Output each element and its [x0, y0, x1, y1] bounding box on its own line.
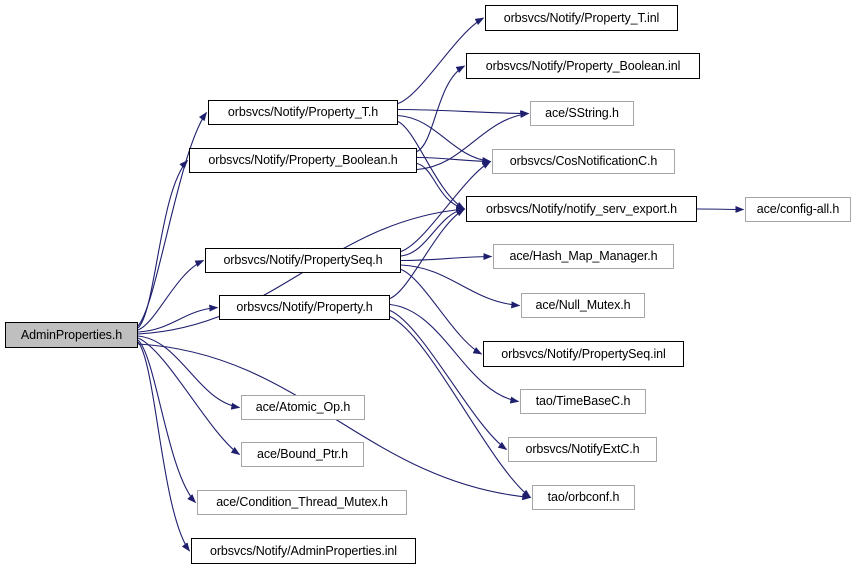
edge-property-h-to-notifyextc-h [389, 309, 508, 450]
node-label: orbsvcs/Notify/notify_serv_export.h [485, 201, 678, 216]
node-label: orbsvcs/Notify/Property_T.h [227, 105, 379, 120]
graph-node-atomic-op-h[interactable]: ace/Atomic_Op.h [241, 395, 365, 420]
edge-property-boolean-h-to-notify-serv-export [416, 162, 466, 211]
edge-property-boolean-h-to-sstring-h [416, 111, 530, 171]
node-label: ace/Bound_Ptr.h [257, 447, 348, 462]
edge-admin-properties-h-to-atomic-op-h [137, 335, 241, 410]
graph-node-property-t-h[interactable]: orbsvcs/Notify/Property_T.h [208, 100, 398, 125]
node-label: orbsvcs/Notify/PropertySeq.h [223, 253, 383, 268]
edge-admin-properties-h-to-adminproperties-inl [137, 341, 190, 552]
edge-admin-properties-h-to-property-h [137, 304, 219, 333]
graph-node-property-h[interactable]: orbsvcs/Notify/Property.h [219, 295, 390, 320]
edge-property-h-to-orbconf-h [389, 316, 532, 498]
node-label: orbsvcs/Notify/AdminProperties.inl [210, 543, 397, 558]
edge-propertyseq-h-to-propertyseq-inl [400, 268, 483, 355]
graph-node-notify-serv-export[interactable]: orbsvcs/Notify/notify_serv_export.h [466, 196, 697, 222]
edge-propertyseq-h-to-cosnotificationc-h [400, 161, 492, 253]
graph-node-cond-thread-mutex-h[interactable]: ace/Condition_Thread_Mutex.h [197, 490, 407, 515]
node-label: orbsvcs/Notify/Property.h [236, 300, 373, 315]
graph-node-sstring-h[interactable]: ace/SString.h [530, 101, 634, 126]
graph-node-property-t-inl[interactable]: orbsvcs/Notify/Property_T.inl [485, 5, 678, 31]
node-label: tao/orbconf.h [547, 490, 620, 505]
graph-node-property-boolean-h[interactable]: orbsvcs/Notify/Property_Boolean.h [189, 148, 417, 173]
node-label: ace/Hash_Map_Manager.h [509, 249, 658, 264]
edge-property-t-h-to-cosnotificationc-h [397, 114, 492, 165]
graph-node-property-bool-inl[interactable]: orbsvcs/Notify/Property_Boolean.inl [466, 53, 700, 79]
edge-propertyseq-h-to-hash-map-manager-h [400, 253, 493, 262]
node-label: ace/Atomic_Op.h [255, 400, 351, 415]
node-label: tao/TimeBaseC.h [535, 394, 631, 409]
edge-admin-properties-h-to-property-boolean-h [137, 159, 189, 329]
edge-property-h-to-notify-serv-export [389, 208, 466, 300]
edge-admin-properties-h-to-cond-thread-mutex-h [137, 339, 197, 504]
graph-node-bound-ptr-h[interactable]: ace/Bound_Ptr.h [241, 442, 364, 467]
edge-notify-serv-export-to-config-all-h [696, 205, 745, 213]
graph-node-propertyseq-h[interactable]: orbsvcs/Notify/PropertySeq.h [205, 248, 401, 273]
graph-node-timebasec-h[interactable]: tao/TimeBaseC.h [520, 389, 646, 414]
node-label: orbsvcs/Notify/Property_T.inl [503, 10, 660, 25]
node-label: AdminProperties.h [20, 327, 123, 342]
node-label: orbsvcs/Notify/Property_Boolean.inl [485, 58, 681, 73]
node-label: orbsvcs/NotifyExtC.h [525, 442, 640, 457]
node-label: ace/Condition_Thread_Mutex.h [216, 495, 388, 510]
edge-property-t-h-to-notify-serv-export [397, 121, 466, 210]
edge-admin-properties-h-to-propertyseq-h [137, 259, 205, 331]
edge-property-boolean-h-to-property-bool-inl [416, 65, 466, 152]
edge-admin-properties-h-to-notify-serv-export [137, 206, 466, 335]
edge-propertyseq-h-to-null-mutex-h [400, 264, 521, 309]
node-label: orbsvcs/Notify/Property_Boolean.h [208, 153, 398, 168]
graph-node-adminproperties-inl[interactable]: orbsvcs/Notify/AdminProperties.inl [191, 538, 416, 564]
node-label: orbsvcs/CosNotificationC.h [509, 154, 658, 169]
node-label: orbsvcs/Notify/PropertySeq.inl [501, 346, 666, 361]
node-label: ace/SString.h [545, 106, 619, 121]
edge-property-h-to-timebasec-h [389, 303, 520, 404]
graph-node-cosnotificationc-h[interactable]: orbsvcs/CosNotificationC.h [492, 149, 675, 174]
node-label: ace/Null_Mutex.h [535, 298, 631, 313]
graph-node-config-all-h[interactable]: ace/config-all.h [745, 197, 851, 222]
edge-property-t-h-to-sstring-h [397, 108, 530, 117]
graph-node-null-mutex-h[interactable]: ace/Null_Mutex.h [521, 293, 645, 318]
edge-property-t-h-to-property-t-inl [397, 17, 485, 105]
graph-node-notifyextc-h[interactable]: orbsvcs/NotifyExtC.h [508, 437, 657, 462]
graph-node-hash-map-manager-h[interactable]: ace/Hash_Map_Manager.h [493, 244, 674, 269]
node-label: ace/config-all.h [756, 202, 840, 217]
graph-node-propertyseq-inl[interactable]: orbsvcs/Notify/PropertySeq.inl [483, 341, 684, 367]
edge-admin-properties-h-to-property-t-h [137, 111, 207, 327]
graph-node-admin-properties-h[interactable]: AdminProperties.h [5, 322, 138, 348]
graph-node-orbconf-h[interactable]: tao/orbconf.h [532, 485, 635, 510]
